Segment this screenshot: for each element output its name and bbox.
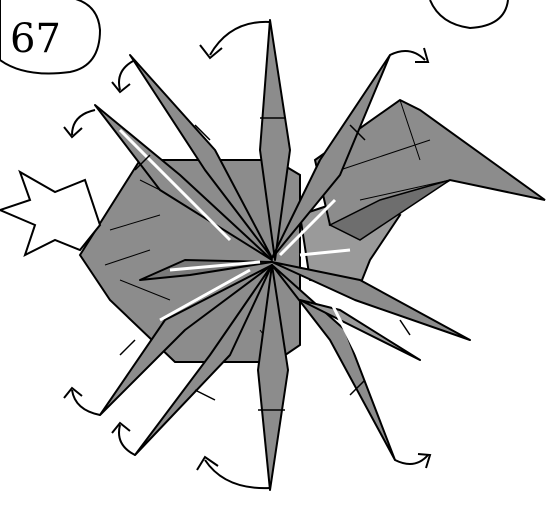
arrow-bottom-right xyxy=(395,455,428,464)
push-arrow xyxy=(0,172,100,255)
step-number-bubble: 67 xyxy=(0,0,100,74)
partial-bubble xyxy=(430,0,508,28)
arrow-upper-left xyxy=(72,110,95,135)
step-number: 67 xyxy=(10,16,61,62)
arrow-top-right xyxy=(390,51,425,60)
arrow-bottom-left xyxy=(72,390,100,415)
